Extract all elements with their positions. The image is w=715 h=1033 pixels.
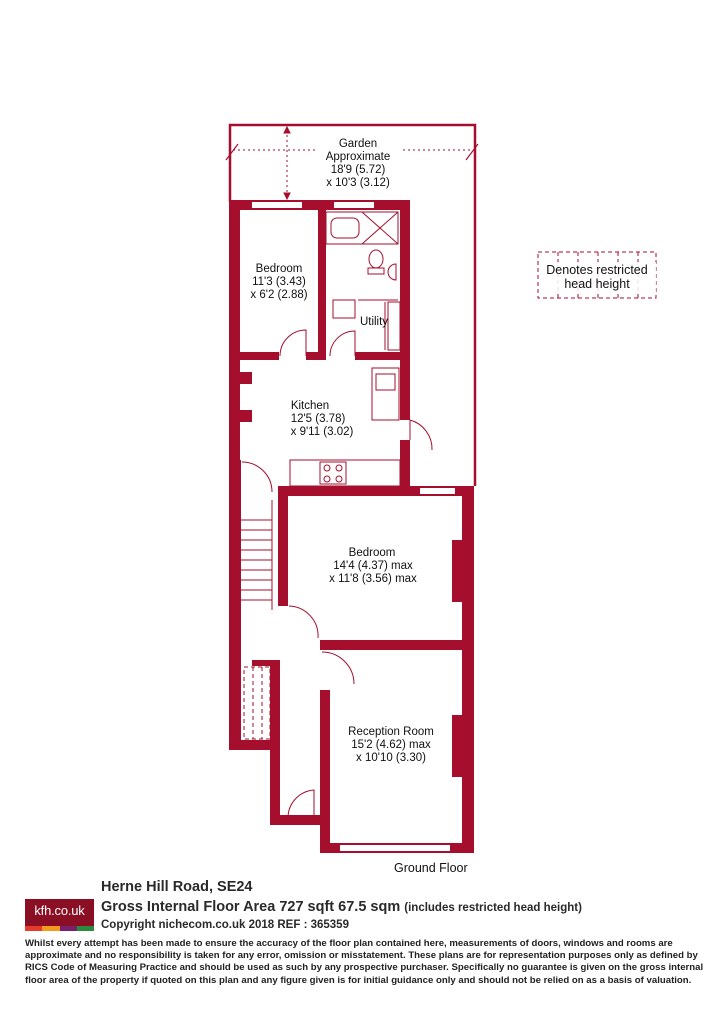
kitchen-fixtures <box>289 367 401 487</box>
floor-area: Gross Internal Floor Area 727 sqft 67.5 … <box>101 899 582 915</box>
garden-name: Garden <box>339 138 377 150</box>
floor-plan: Denotes restricted head height Garden Ap… <box>225 123 657 875</box>
kitchen-dim2: x 9'11 (3.02) <box>291 426 354 438</box>
bedroom-main-dim2: x 11'8 (3.56) max <box>329 573 417 585</box>
reception-name: Reception Room <box>348 726 434 738</box>
restricted-head-height-area <box>243 666 271 740</box>
logo-text: kfh.co.uk <box>34 903 85 918</box>
legend-line1: Denotes restricted <box>546 263 647 277</box>
bathroom-fixtures <box>325 211 401 351</box>
bedroom-rear-dim1: 11'3 (3.43) <box>252 276 306 288</box>
garden-label: Garden Approximate 18'9 (5.72) x 10'3 (3… <box>318 135 400 189</box>
kitchen-dim1: 12'5 (3.78) <box>291 413 346 425</box>
garden-approx: Approximate <box>326 151 391 163</box>
reception-dim2: x 10'10 (3.30) <box>356 752 426 764</box>
logo-color-bar <box>25 926 94 931</box>
floor-area-note: (includes restricted head height) <box>404 902 582 914</box>
bedroom-main-name: Bedroom <box>349 547 396 559</box>
kitchen-name: Kitchen <box>291 400 329 412</box>
copyright: Copyright nichecom.co.uk 2018 REF : 3653… <box>101 919 349 931</box>
legend-line2: head height <box>564 277 630 291</box>
bedroom-rear-name: Bedroom <box>256 263 303 275</box>
bedroom-rear-dim2: x 6'2 (2.88) <box>250 289 307 301</box>
garden-dim2: x 10'3 (3.12) <box>326 177 390 189</box>
reception-dim1: 15'2 (4.62) max <box>351 739 431 751</box>
garden-dimension-arrows <box>225 125 479 201</box>
walls <box>229 200 474 853</box>
doors <box>241 329 433 819</box>
utility-name: Utility <box>360 316 388 328</box>
garden-dim1: 18'9 (5.72) <box>331 164 386 176</box>
stairs <box>241 500 273 610</box>
kfh-logo: kfh.co.uk <box>25 899 94 931</box>
floor-area-value: Gross Internal Floor Area 727 sqft 67.5 … <box>101 899 401 915</box>
floor-label: Ground Floor <box>394 861 468 875</box>
disclaimer: Whilst every attempt has been made to en… <box>25 938 704 986</box>
garden-area <box>228 123 477 486</box>
property-address: Herne Hill Road, SE24 <box>101 879 253 895</box>
bedroom-main-dim1: 14'4 (4.37) max <box>333 560 413 572</box>
